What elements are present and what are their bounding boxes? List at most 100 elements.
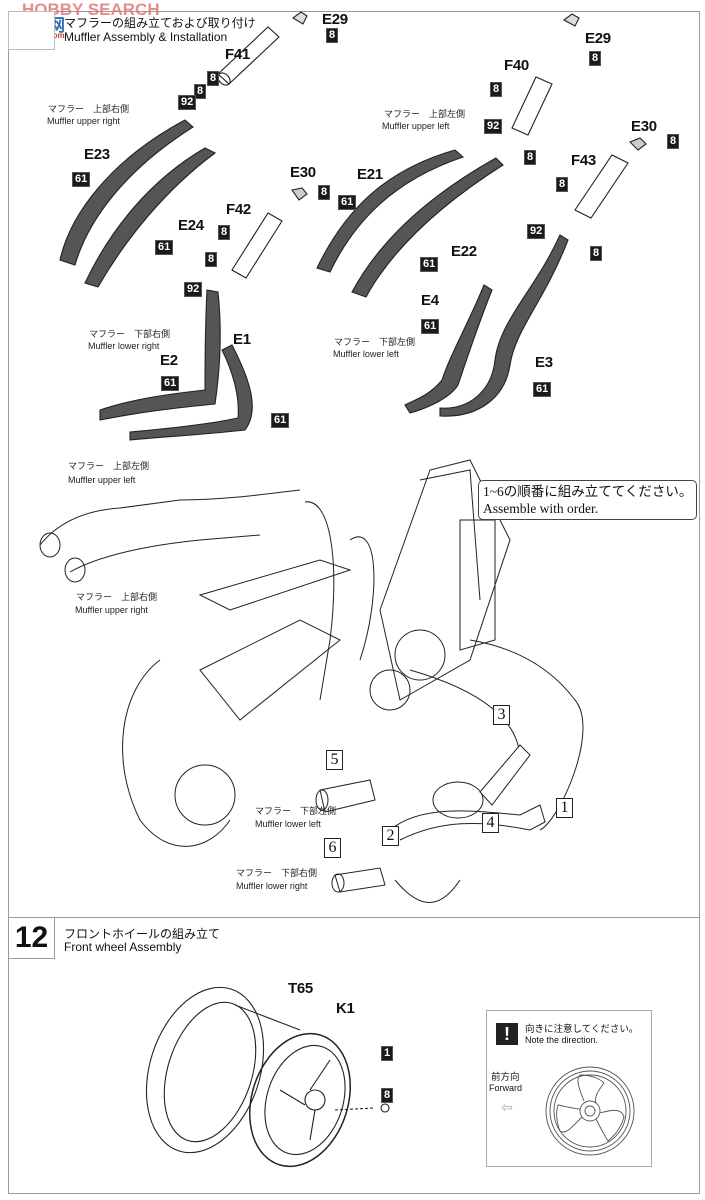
order-number-4: 4 xyxy=(482,813,499,833)
pipe-e3 xyxy=(439,234,569,417)
caption-muffler-upper-left-jp: マフラー 上部左側 xyxy=(384,109,466,119)
order-number-6: 6 xyxy=(324,838,341,858)
paint-badge-61: 61 xyxy=(420,257,439,272)
part-label-e4: E4 xyxy=(421,292,439,309)
muffler-can-f40 xyxy=(511,76,553,136)
front-tire-t65 xyxy=(145,986,265,1154)
caption-muffler-lower-right-jp: マフラー 下部右側 xyxy=(236,868,318,878)
step11-frame xyxy=(8,11,700,918)
paint-badge-61: 61 xyxy=(271,413,290,428)
caption-muffler-lower-left-en: Muffler lower left xyxy=(333,349,399,359)
paint-badge-61: 61 xyxy=(421,319,440,334)
pipe-e22 xyxy=(351,157,504,298)
paint-badge-92: 92 xyxy=(527,224,546,239)
pin-part xyxy=(380,1103,390,1113)
paint-badge-92: 92 xyxy=(484,119,503,134)
caption-muffler-lower-right-jp: マフラー 下部右側 xyxy=(89,329,171,339)
paint-badge-92: 92 xyxy=(178,95,197,110)
arrow-tire-to-wheel xyxy=(234,1004,301,1031)
step11-number-box xyxy=(8,11,55,50)
watermark-brand: HOBBY SEARCH xyxy=(22,0,160,19)
paint-badge-61: 61 xyxy=(533,382,552,397)
assembly-order-note: 1~6の順番に組み立ててください。 Assemble with order. xyxy=(478,480,698,520)
part-label-f41: F41 xyxy=(225,46,250,63)
part-label-f43: F43 xyxy=(571,152,596,169)
paint-badge-8: 8 xyxy=(318,185,331,200)
paint-badge-8: 8 xyxy=(524,150,537,165)
order-number-1: 1 xyxy=(556,798,573,818)
order-number-2: 2 xyxy=(382,826,399,846)
paint-badge-1: 1 xyxy=(381,1046,394,1061)
part-label-e1: E1 xyxy=(233,331,251,348)
step12-title-jp: フロントホイールの組み立て xyxy=(64,927,221,941)
part-label-e29-left: E29 xyxy=(322,11,348,28)
order-number-5: 5 xyxy=(326,750,343,770)
part-label-k1: K1 xyxy=(336,1000,355,1017)
end-cap-e29-left xyxy=(292,11,308,25)
order-note-jp: 1~6の順番に組み立ててください。 xyxy=(483,484,693,499)
motorcycle-frame-drawing xyxy=(39,459,584,903)
paint-badge-8: 8 xyxy=(218,225,231,240)
caption-muffler-upper-right-jp: マフラー 上部右側 xyxy=(48,104,130,114)
paint-badge-8: 8 xyxy=(205,252,218,267)
caption-muffler-upper-right-en: Muffler upper right xyxy=(75,605,148,615)
paint-badge-8: 8 xyxy=(194,84,207,99)
part-label-e29-right: E29 xyxy=(585,30,611,47)
caption-muffler-lower-left-jp: マフラー 下部左側 xyxy=(334,337,416,347)
caption-muffler-upper-right-jp: マフラー 上部右側 xyxy=(76,592,158,602)
pipe-e21 xyxy=(316,149,465,273)
pipe-e23 xyxy=(59,119,194,266)
step12-number: 12 xyxy=(14,921,49,954)
part-label-f40: F40 xyxy=(504,57,529,74)
forward-arrow-icon: ⇦ xyxy=(501,1099,513,1115)
part-label-f42: F42 xyxy=(226,201,251,218)
part-label-e24: E24 xyxy=(178,217,204,234)
pipe-e2 xyxy=(99,289,221,421)
paint-badge-8: 8 xyxy=(556,177,569,192)
step12-frame xyxy=(8,917,700,1194)
paint-badge-61: 61 xyxy=(72,172,91,187)
caption-muffler-lower-right-en: Muffler lower right xyxy=(88,341,160,351)
paint-badge-8: 8 xyxy=(326,28,339,43)
order-note-en: Assemble with order. xyxy=(483,501,599,516)
direction-notice-box: ! 向きに注意してください。 Note the direction. 前方向 F… xyxy=(486,1010,652,1167)
paint-badge-8: 8 xyxy=(207,71,220,86)
paint-badge-8: 8 xyxy=(589,51,602,66)
arrow-wheel-pin xyxy=(334,1107,376,1111)
paint-badge-8: 8 xyxy=(381,1088,394,1103)
pipe-e24 xyxy=(84,147,217,288)
step12-title-en: Front wheel Assembly xyxy=(64,940,182,954)
step11-title-jp: マフラーの組み立ておよび取り付け xyxy=(64,16,256,30)
wheel-direction-diagram xyxy=(545,1066,635,1156)
front-wheel-k1 xyxy=(248,1032,352,1168)
end-cap-e30-right xyxy=(629,137,647,151)
caption-muffler-upper-left-en: Muffler upper left xyxy=(68,475,136,485)
part-label-e23: E23 xyxy=(84,146,110,163)
part-label-e22: E22 xyxy=(451,243,477,260)
caption-muffler-upper-right-en: Muffler upper right xyxy=(47,116,120,126)
end-cap-e29-right xyxy=(562,13,580,27)
muffler-can-f42 xyxy=(231,212,283,279)
part-label-t65: T65 xyxy=(288,980,313,997)
part-label-e30-left: E30 xyxy=(290,164,316,181)
pipe-e4 xyxy=(404,284,493,414)
paint-badge-8: 8 xyxy=(590,246,603,261)
paint-badge-61: 61 xyxy=(338,195,357,210)
caption-muffler-upper-left-jp: マフラー 上部左側 xyxy=(68,461,150,471)
step11-title-en: Muffler Assembly & Installation xyxy=(64,30,228,44)
step12-number-box: 12 xyxy=(8,917,55,959)
paint-badge-61: 61 xyxy=(161,376,180,391)
exclamation-icon: ! xyxy=(496,1023,518,1045)
muffler-can-f43 xyxy=(574,154,629,219)
caption-muffler-lower-left-jp: マフラー 下部左側 xyxy=(255,806,337,816)
notice-en: Note the direction. xyxy=(525,1035,599,1045)
paint-badge-92: 92 xyxy=(184,282,203,297)
end-cap-e30-left xyxy=(291,187,308,201)
forward-label-jp: 前方向 xyxy=(491,1072,520,1083)
pipe-e1 xyxy=(129,344,253,441)
part-label-e2: E2 xyxy=(160,352,178,369)
part-label-e21: E21 xyxy=(357,166,383,183)
caption-muffler-lower-right-en: Muffler lower right xyxy=(236,881,308,891)
paint-badge-8: 8 xyxy=(490,82,503,97)
forward-label-en: Forward xyxy=(489,1083,523,1093)
